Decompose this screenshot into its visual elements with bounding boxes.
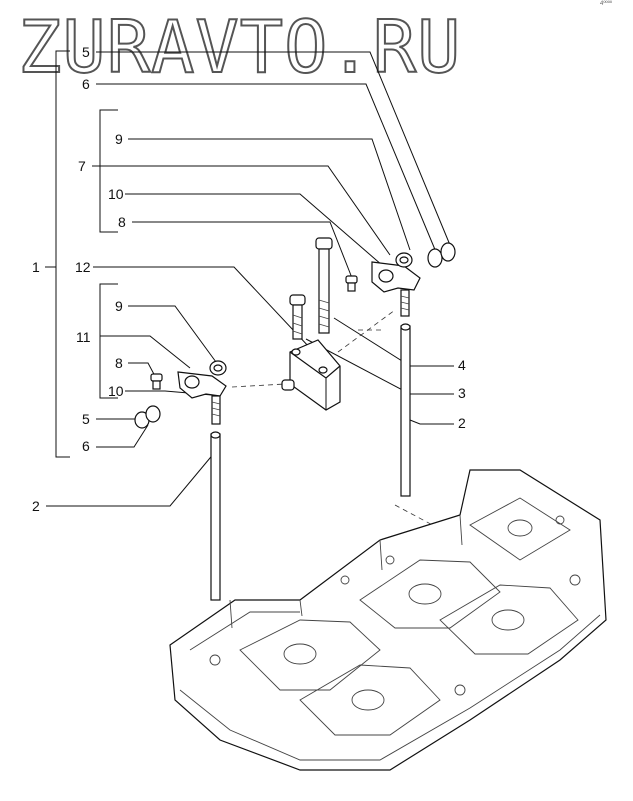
callout-1: 1 — [32, 259, 40, 275]
part-bolt-3 — [289, 294, 306, 340]
part-support-block-12 — [281, 339, 341, 411]
callout-9-left: 9 — [115, 298, 123, 314]
part-rings-5-6-left — [134, 405, 161, 429]
bracket-group-1 — [45, 50, 70, 458]
part-adjuster-10-top — [400, 289, 410, 317]
corner-mark: 4ºººº — [600, 1, 613, 7]
part-rocker-arm-11 — [177, 360, 227, 399]
cylinder-head — [169, 469, 607, 771]
callout-5-left: 5 — [82, 411, 90, 427]
callout-10-top: 10 — [108, 186, 124, 202]
callout-6-left: 6 — [82, 438, 90, 454]
callout-5-top: 5 — [82, 44, 90, 60]
part-rings-5-6-top — [427, 242, 456, 268]
callout-2-right: 2 — [458, 415, 466, 431]
callout-9-top: 9 — [115, 131, 123, 147]
watermark-logo: ZURAVTO.RU — [17, 4, 462, 90]
callout-7: 7 — [78, 158, 86, 174]
callout-3: 3 — [458, 385, 466, 401]
part-pushrod-2-left — [210, 431, 221, 601]
part-rocker-arm-7 — [371, 252, 421, 293]
callout-8-top: 8 — [118, 214, 126, 230]
callout-2-left: 2 — [32, 498, 40, 514]
callout-12: 12 — [75, 259, 91, 275]
callout-11: 11 — [76, 329, 91, 345]
part-screw-8-top — [345, 275, 358, 292]
part-screw-8-left — [150, 373, 163, 390]
part-adjuster-10-left — [211, 395, 221, 425]
part-pushrod-2-right — [400, 323, 411, 497]
callout-6-top: 6 — [82, 76, 90, 92]
bracket-left — [99, 283, 118, 399]
bracket-top — [99, 109, 118, 233]
callout-4: 4 — [458, 357, 466, 373]
dashed-guides — [231, 309, 471, 546]
callout-10-left: 10 — [108, 383, 124, 399]
part-bolt-4 — [315, 237, 333, 334]
callout-8-left: 8 — [115, 355, 123, 371]
